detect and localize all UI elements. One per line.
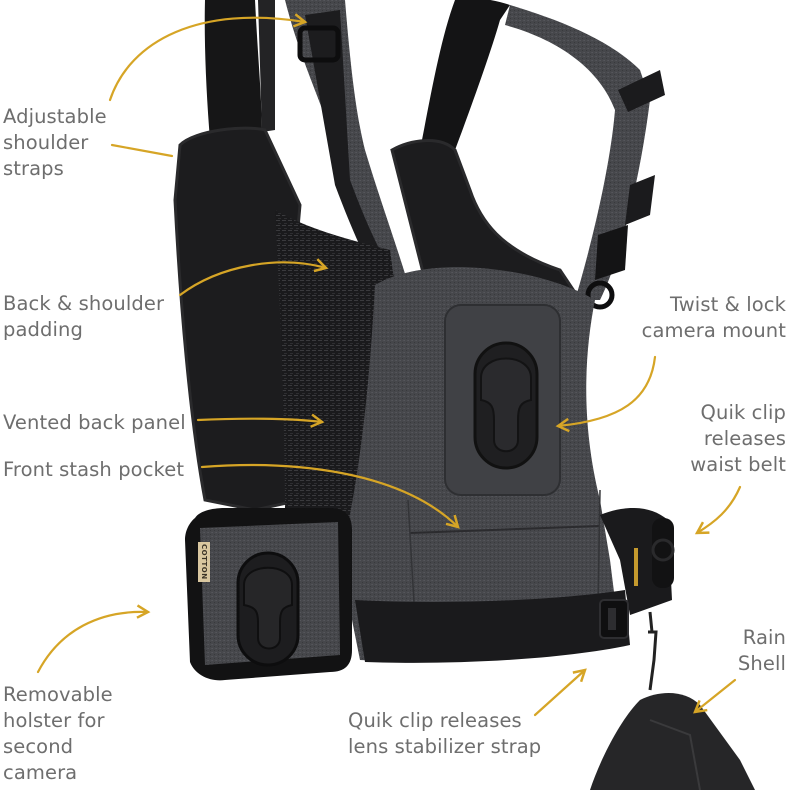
arrow-removable-holster: [36, 604, 151, 674]
brand-tag: COTTON: [198, 542, 210, 582]
arrow-twist-lock: [555, 355, 657, 433]
arrow-vented-panel: [196, 413, 325, 428]
arrow-back-padding: [178, 258, 329, 297]
arrow-waist-belt: [694, 485, 742, 535]
label-front-stash-pocket: Front stash pocket: [3, 458, 185, 481]
callout-arrows: [36, 13, 742, 717]
label-quik-clip-waist-belt: Quik clip releases waist belt: [690, 401, 786, 476]
label-twist-lock-camera-mount: Twist & lock camera mount: [641, 293, 786, 342]
rain-shell-pouch: [590, 611, 755, 790]
arrow-lens-strap: [533, 668, 587, 717]
arrow-adjustable-straps: [108, 13, 308, 102]
label-adjustable-shoulder-straps: Adjustable shoulder straps: [3, 105, 107, 180]
arrow-stash-pocket: [200, 463, 460, 529]
label-rain-shell: Rain Shell: [737, 626, 786, 675]
line-shoulder-padding: [110, 143, 174, 158]
waist-belt: [355, 508, 675, 663]
removable-holster: [185, 508, 352, 681]
twist-lock-camera-mount: [473, 341, 539, 470]
label-removable-holster: Removable holster for second camera: [3, 683, 113, 784]
label-vented-back-panel: Vented back panel: [3, 411, 186, 434]
right-shoulder-strap: [420, 0, 665, 310]
label-back-shoulder-padding: Back & shoulder padding: [3, 292, 165, 341]
arrow-rain-shell: [693, 678, 737, 714]
label-quik-clip-lens-strap: Quik clip releases lens stabilizer strap: [348, 709, 542, 758]
left-shoulder-strap: [204, 0, 275, 140]
